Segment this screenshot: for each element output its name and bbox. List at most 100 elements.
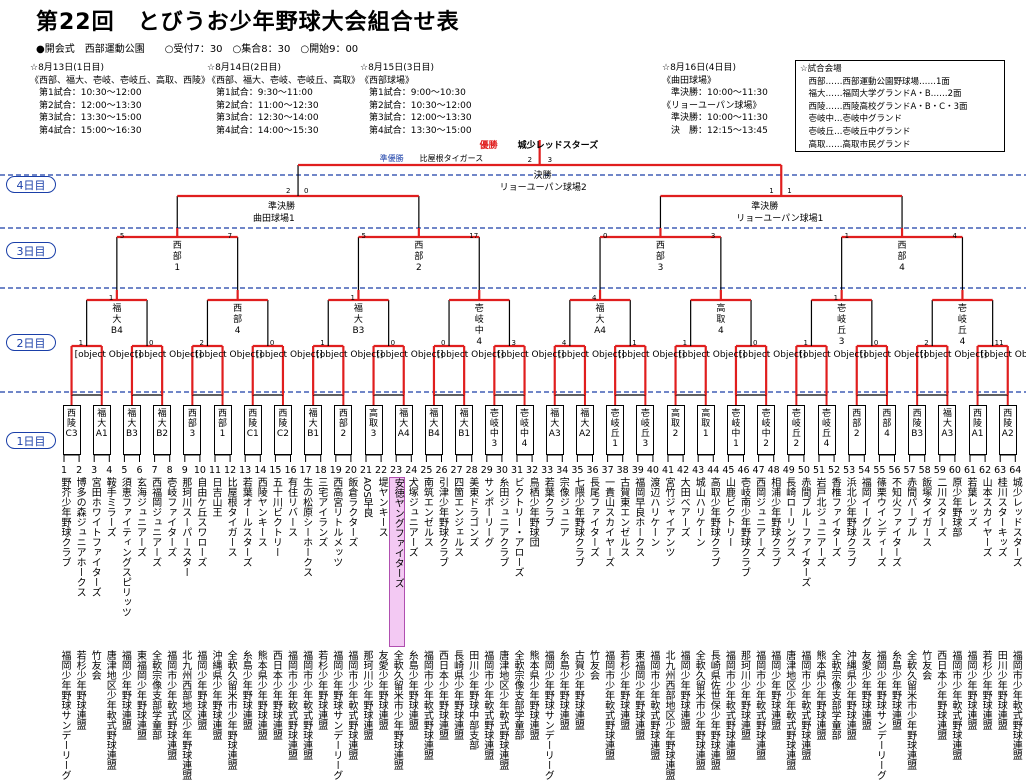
team-name: 美東ドラゴンズ: [466, 477, 478, 547]
team-number: 7: [151, 465, 158, 476]
first-round-game: 福 大 A3: [545, 405, 564, 455]
team-number: 11: [208, 465, 222, 476]
semifinal-label: 準決勝: [268, 202, 296, 212]
game-venue-label: 西 陵 C3: [65, 409, 78, 439]
game-venue-label: 西 陵 A1: [971, 409, 984, 439]
team-name: 不知火ファイターズ: [889, 477, 901, 567]
game-venue-label: 福 大 B1: [307, 409, 320, 439]
game-venue-label: 西 陵 C2: [276, 409, 289, 439]
quarterfinal-game: 西 部 1: [172, 241, 182, 273]
team-name: 香椎ファイターズ: [829, 477, 841, 557]
team-name: 西福岡ジュニアーズ: [149, 477, 161, 567]
team-number: 30: [495, 465, 508, 476]
team-number: 34: [556, 465, 569, 476]
day-label[interactable]: 3日目: [6, 242, 56, 259]
team-name: 飯倉ラクターズ: [345, 477, 357, 547]
semifinal-venue: 曲田球場1: [253, 214, 295, 224]
score: 2: [199, 339, 204, 347]
first-round-game: 壱 岐 丘 1: [606, 405, 625, 455]
score: 0: [603, 232, 608, 240]
tournament-bracket: [0, 140, 1026, 462]
quarterfinal-game: 西 部 3: [655, 241, 665, 273]
team-name: 赤間パープル: [904, 477, 916, 537]
first-round-game: 高 取 2: [666, 405, 685, 455]
score: 0: [441, 339, 446, 347]
team-league: 福岡少年野球連盟: [194, 650, 206, 730]
day-label[interactable]: 2日目: [6, 334, 56, 351]
second-round-game: [object Object]: [859, 350, 927, 360]
game-venue-label: 壱 岐 丘 1: [610, 409, 620, 449]
team-name: 渡辺ハリケーン: [647, 477, 659, 547]
first-round-game: 西 部 3: [183, 405, 202, 455]
first-round-game: 壱 岐 中 3: [485, 405, 504, 455]
team-number: 39: [631, 465, 644, 476]
team-number: 37: [601, 465, 614, 476]
game-venue-label: 壱 岐 丘 3: [640, 409, 650, 449]
team-name: ビクトリー・アローズ: [512, 477, 523, 577]
score: 0: [390, 339, 396, 347]
event-info: ●開会式 西部運動公園 ○受付7：30 ○集合8：30 ○開始9：00: [36, 44, 359, 55]
team-name: 野芥少年野球クラブ: [59, 477, 70, 567]
team-league: 福岡市少年軟式野球連盟: [285, 650, 297, 760]
game-venue-label: 壱 岐 丘 2: [791, 409, 801, 449]
team-number: 55: [873, 465, 886, 476]
team-league: 福岡市少年軟式野球連盟: [949, 650, 961, 760]
team-league: 熊本県少年野球連盟: [527, 650, 539, 740]
day-label[interactable]: 1日目: [6, 432, 56, 449]
team-name: 古賀東エンゼルス: [617, 477, 629, 557]
team-league: 福岡少年野球連盟: [768, 650, 780, 730]
first-round-game: 壱 岐 丘 3: [636, 405, 655, 455]
team-number: 43: [692, 465, 705, 476]
team-number: 4: [106, 465, 113, 476]
second-round-game: [object Object]: [678, 350, 746, 360]
team-number: 35: [571, 465, 584, 476]
team-number: 49: [782, 465, 795, 476]
team-league: 福岡市少年軟式野球連盟: [481, 650, 493, 760]
day-label[interactable]: 4日目: [6, 176, 56, 193]
second-round-game: [object Object]: [135, 350, 202, 360]
team-number: 42: [677, 465, 690, 476]
champion-label: 優勝: [479, 141, 498, 151]
team-number: 3: [91, 465, 98, 476]
score: 7: [227, 232, 233, 240]
score: 0: [873, 339, 879, 347]
team-number: 38: [616, 465, 629, 476]
team-league: 竹友会: [587, 650, 599, 680]
first-round-game: 西 部 4: [877, 405, 896, 455]
team-league: 全軟久留米市少年野球連盟: [225, 650, 237, 770]
team-name: 西岡ジュニアーズ: [753, 477, 765, 557]
team-league: 北九州西部地区少年野球連盟: [663, 650, 674, 780]
game-venue-label: 高 取 1: [701, 409, 711, 439]
team-number: 17: [299, 465, 312, 476]
team-number: 19: [329, 465, 342, 476]
first-round-game: 西 陵 C2: [273, 405, 292, 455]
team-name: 安徳ヤングファイターズ: [389, 477, 406, 647]
team-number: 5: [121, 465, 128, 476]
score: 1: [320, 339, 325, 347]
team-name: 篠栗ウインディーズ: [874, 477, 886, 567]
game-venue-label: 福 大 A2: [578, 409, 591, 439]
team-league: 東福岡少年野球連盟: [134, 650, 146, 740]
team-name: 壱岐南少年野球クラブ: [738, 477, 750, 577]
quarterfinal-game: 西 部 4: [897, 241, 907, 273]
first-round-game: 壱 岐 丘 4: [817, 405, 836, 455]
team-number: 31: [510, 465, 524, 476]
team-number: 18: [314, 465, 327, 476]
team-league: 田川少年野球中部支部: [466, 650, 478, 750]
team-league: 全軟久留米市少年野球連盟: [693, 650, 705, 770]
team-number: 20: [344, 465, 357, 476]
team-name: 玄海ジュニアーズ: [134, 477, 146, 557]
first-round-game: 西 陵 C3: [62, 405, 81, 455]
team-number: 46: [737, 465, 750, 476]
team-league: 福岡少年野球サンデーリーグ: [59, 650, 70, 780]
score: 11: [994, 339, 1004, 347]
first-round-game: 高 取 3: [364, 405, 383, 455]
score: 17: [469, 232, 479, 240]
game-venue-label: 福 大 A4: [397, 409, 410, 439]
team-league: 糸島少年野球連盟: [406, 650, 418, 730]
team-number: 48: [767, 465, 780, 476]
team-name: 城少レッドスターズ: [1010, 477, 1022, 567]
game-venue-label: 西 部 2: [852, 409, 862, 439]
second-round-game: [object Object]: [618, 350, 686, 360]
second-round-game: [object Object]: [195, 350, 263, 360]
